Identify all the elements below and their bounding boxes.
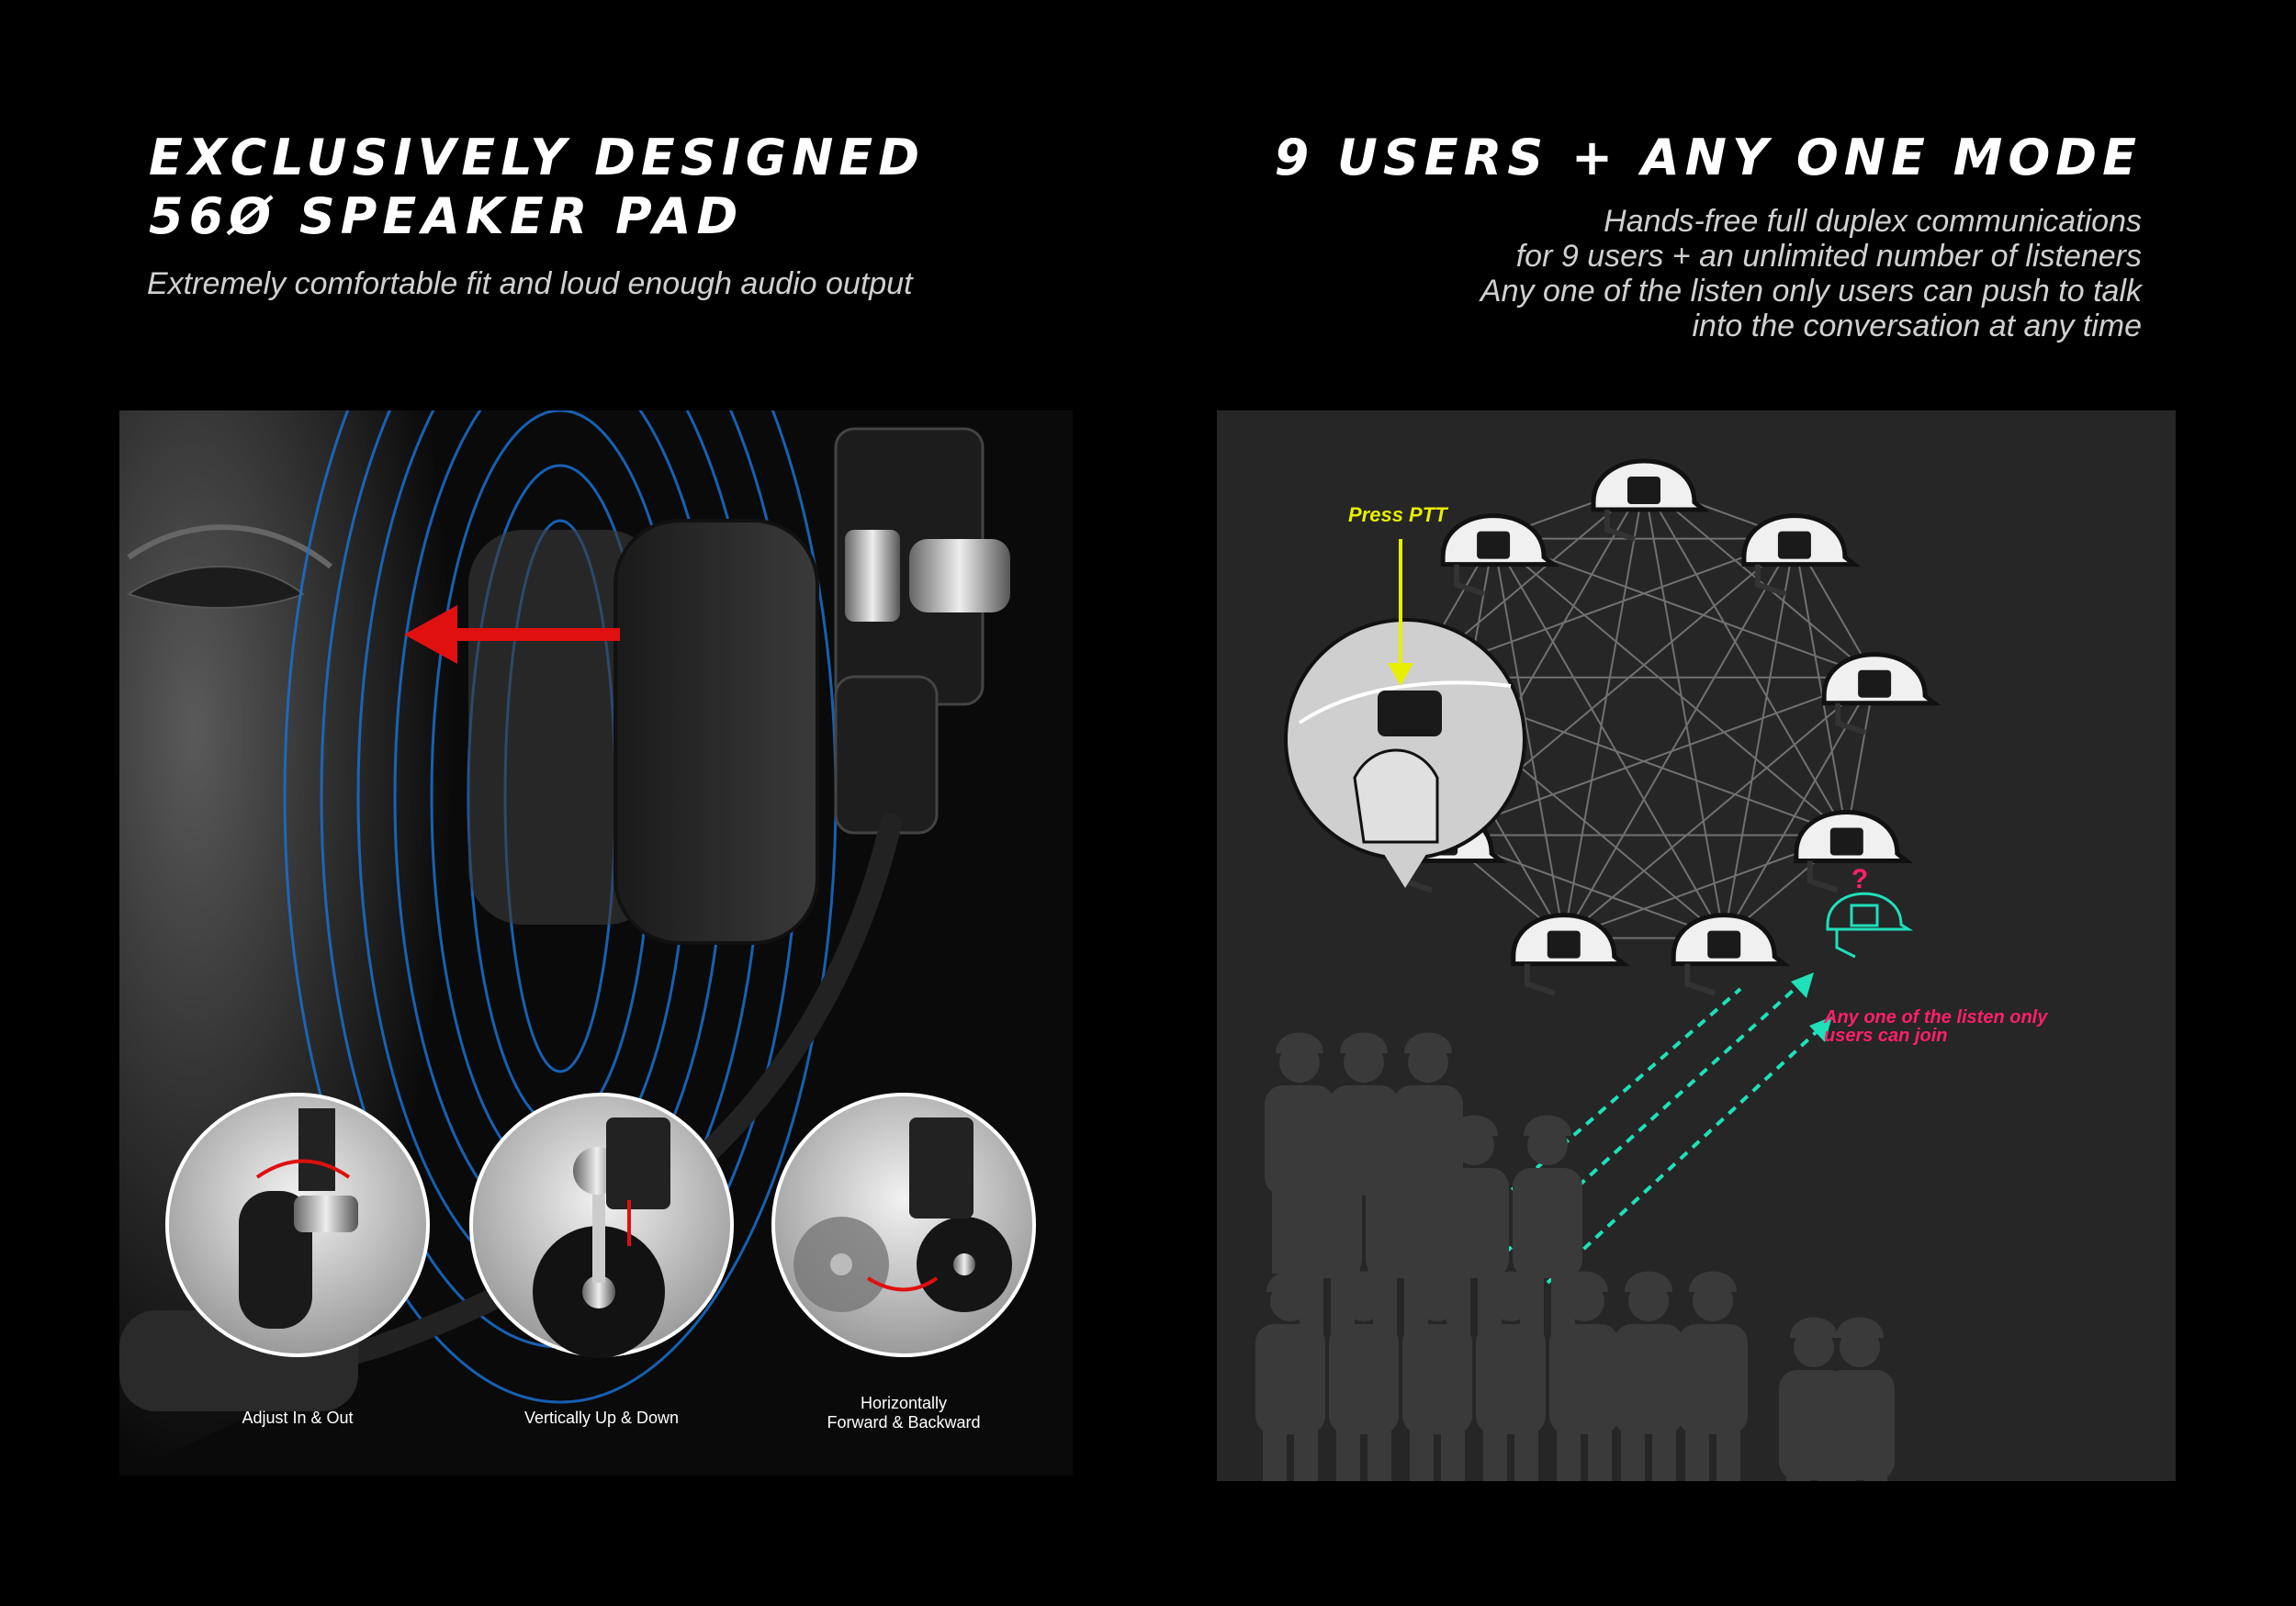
pivot-knob [845, 530, 900, 622]
mesh-line [1643, 483, 1726, 938]
label-adjust-in-out: Adjust In & Out [242, 1409, 354, 1427]
join-note-line-2: users can join [1824, 1026, 1948, 1046]
speaker-pad-illustration: Adjust In & Out Vertically Up & Down Hor… [119, 410, 1073, 1476]
mesh-line [1562, 538, 1795, 939]
mesh-line [1723, 677, 1875, 939]
headset-illustration [119, 410, 1036, 1476]
speaker-pad-title: Exclusively Designed 56Ø Speaker Pad [149, 129, 925, 246]
inset-horizontal [771, 1093, 1036, 1357]
press-ptt-label: Press PTT [1348, 503, 1447, 526]
mesh-line [1492, 538, 1565, 938]
listener-person-icon [1513, 1115, 1582, 1356]
title-line-2: 56Ø Speaker Pad [149, 187, 744, 245]
user-helmet-icon [1593, 461, 1704, 539]
speaker-pad-subtitle: Extremely comfortable fit and loud enoug… [147, 266, 913, 301]
listener-helmet [1826, 892, 1914, 959]
network-diagram-panel: ? [1217, 410, 2176, 1481]
listener-person-icon [1825, 1317, 1895, 1481]
ptt-inset [1284, 539, 1526, 888]
user-helmet-icon [1514, 915, 1624, 994]
mesh-line [1492, 537, 1848, 837]
subtitle-line-4: into the conversation at any time [1692, 309, 2143, 343]
red-arrow [404, 605, 620, 664]
subtitle-line-1: Hands-free full duplex communications [1604, 204, 2142, 239]
inset-vertical [469, 1093, 734, 1358]
boom-mic [237, 813, 902, 1395]
mesh-line [1723, 538, 1795, 938]
user-helmet-icon [1443, 516, 1553, 594]
join-note: Any one of the listen only users can joi… [1824, 1008, 2047, 1045]
title-line-1: Exclusively Designed [149, 129, 926, 186]
mesh-line [1563, 676, 1875, 939]
mesh-line [1492, 538, 1726, 939]
listener-person-icon [1678, 1271, 1748, 1481]
inset-adjust-in-out [165, 1093, 430, 1357]
user-helmet-icon [1824, 655, 1934, 733]
users-mode-subtitle: Hands-free full duplex communications fo… [1480, 204, 2142, 343]
subtitle-line-3: Any one of the listen only users can pus… [1480, 274, 2142, 309]
speaker-housing [834, 675, 939, 835]
mesh-line [1440, 676, 1875, 837]
listener-crowd [1255, 1032, 1895, 1481]
network-diagram: ? [1255, 410, 2176, 1481]
listener-person-icon [1614, 1271, 1683, 1481]
mesh-line [1492, 537, 1875, 679]
speaker-pad [613, 519, 819, 945]
users-mode-title: 9 Users + Any One Mode [1274, 129, 2142, 186]
label-horizontal: Horizontally Forward & Backward [827, 1394, 981, 1432]
subtitle-line-2: for 9 users + an unlimited number of lis… [1515, 239, 2142, 274]
eye-shape [126, 566, 305, 609]
join-note-line-1: Any one of the listen only [1824, 1007, 2048, 1028]
user-helmet-icon [1673, 915, 1784, 994]
mesh-line [1643, 483, 1848, 837]
mesh-line [1562, 483, 1645, 938]
bracket-knob [909, 539, 1010, 612]
label-vertical: Vertically Up & Down [523, 1409, 680, 1427]
question-mark: ? [1851, 864, 1868, 894]
mesh-line [1793, 538, 1848, 836]
